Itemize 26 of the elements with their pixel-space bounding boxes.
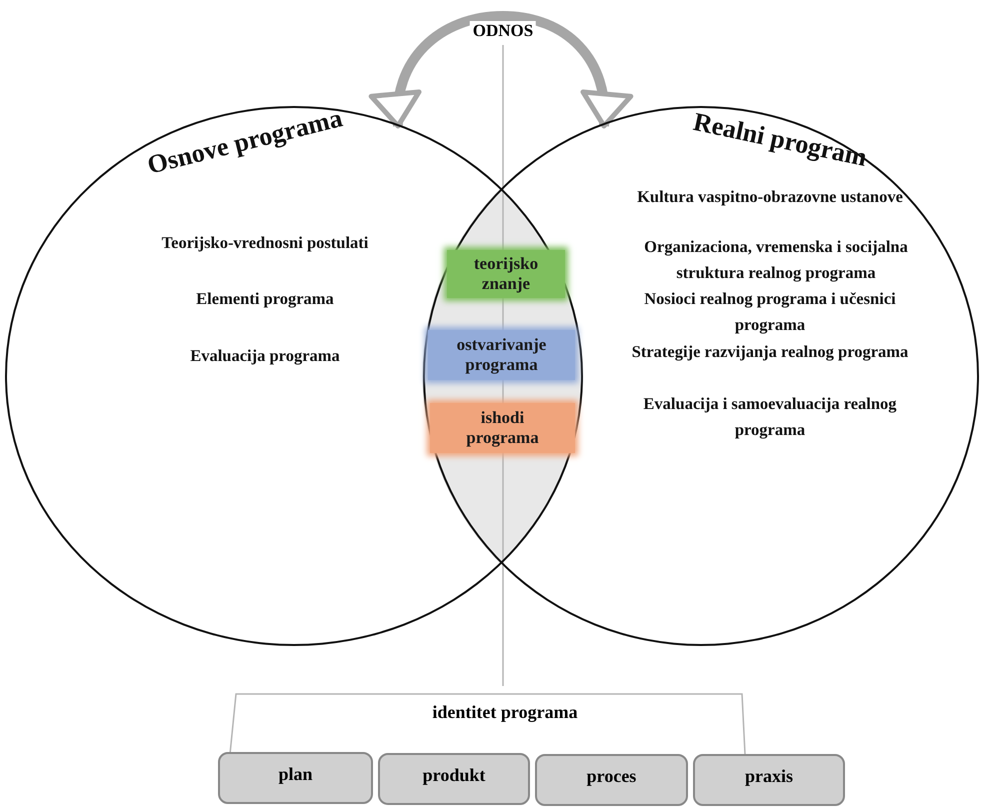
band-text: teorijsko znanje [472,254,540,294]
box-text: plan [278,764,313,786]
circle-item-text: Evaluacija i samoevaluacija realnog programa [642,393,898,441]
circle-item-text: Organizaciona, vremenska i socijalna struktura realnog programa [643,236,909,284]
circle-item-text: Elementi programa [195,288,335,310]
box-text: praxis [744,766,793,788]
curved-arrow [370,11,632,128]
highlight-band [428,330,575,380]
box-text: proces [586,766,636,788]
band-text: ishodi programa [465,408,540,448]
circle-heading: Osnove programa [144,104,346,180]
circle-item-text: Nosioci realnog programa i učesnici programa [643,288,897,336]
rounded-box [535,754,688,806]
circle-item-text: Evaluacija programa [189,345,341,367]
highlight-band [447,250,565,298]
box-text: produkt [422,765,486,787]
group-label: identitet programa [432,702,578,723]
rounded-box [693,754,845,806]
circle-item-text: Kultura vaspitno-obrazovne ustanove [636,186,904,208]
rounded-box [378,753,530,805]
rounded-box [218,752,373,804]
circle-item-text: Strategije razvijanja realnog programa [630,341,910,363]
circle-heading: Realni program [690,108,870,173]
circle-item-text: Teorijsko-vrednosni postulati [160,232,370,254]
band-text: ostvarivanje programa [456,334,548,376]
highlight-band [430,403,575,453]
